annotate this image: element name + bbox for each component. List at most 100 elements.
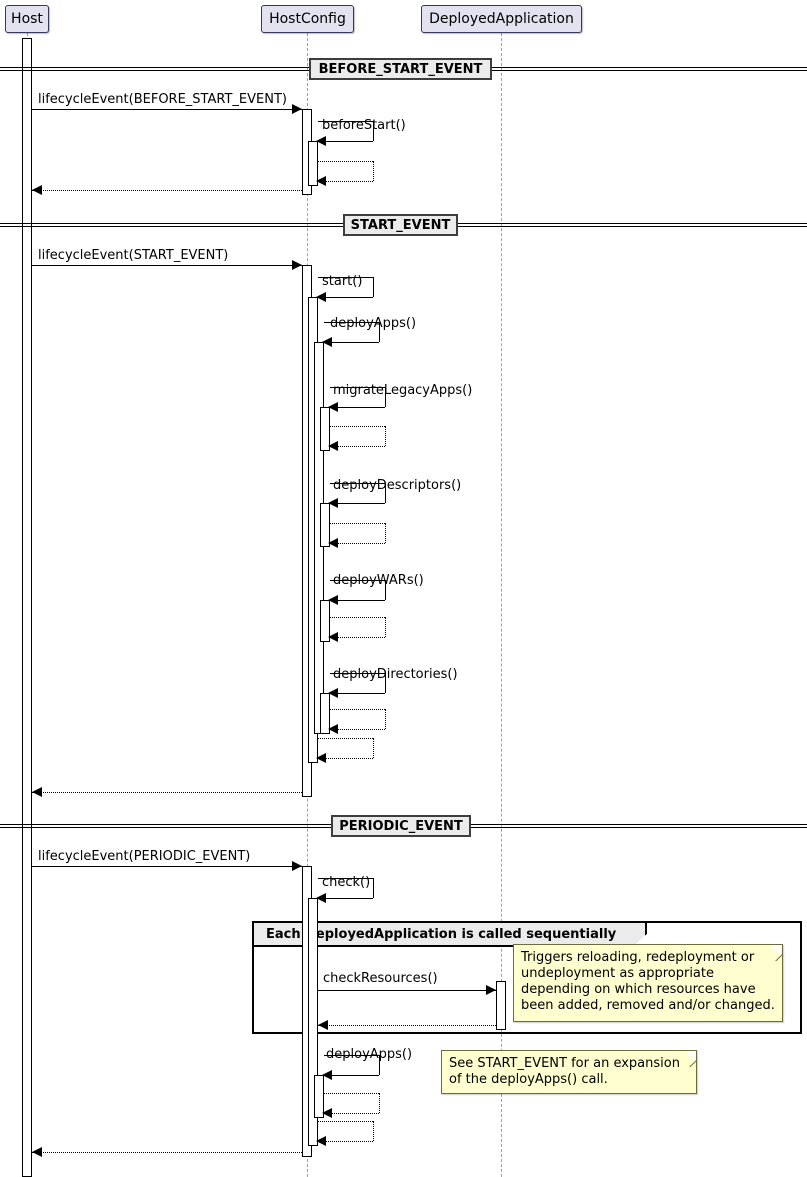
act-hostconfig-wars	[320, 600, 330, 642]
msg-m23-top	[324, 1093, 379, 1094]
msg-m12-bottom	[336, 600, 385, 601]
note-fold-line	[766, 945, 782, 961]
msg-m6-top	[318, 277, 373, 278]
msg-m13-arrowhead	[328, 632, 338, 642]
msg-m19-arrowhead	[316, 893, 326, 903]
msg-m14-side	[385, 673, 386, 693]
participant-host[interactable]: Host	[5, 5, 49, 33]
msg-m15-side	[385, 709, 386, 729]
msg-m12-side	[385, 580, 386, 600]
msg-m15-top	[330, 709, 385, 710]
msg-m22-arrowhead	[322, 1070, 332, 1080]
msg-m11-bottom	[336, 543, 385, 544]
msg-m16-arrowhead	[316, 753, 326, 763]
msg-m15-bottom	[336, 729, 385, 730]
msg-m8-top	[330, 387, 385, 388]
msg-m19-bottom	[324, 898, 373, 899]
msg-m10-top	[330, 483, 385, 484]
msg-m12-arrowhead	[328, 595, 338, 605]
msg-m13-bottom	[336, 637, 385, 638]
msg-m12-top	[330, 580, 385, 581]
msg-label-m8: migrateLegacyApps()	[333, 383, 473, 398]
msg-m11-top	[330, 523, 385, 524]
group-frame-each-deployed-application	[252, 921, 802, 1034]
msg-m20-arrowhead	[486, 985, 496, 995]
msg-m2-arrowhead	[316, 136, 326, 146]
msg-label-m10: deployDescriptors()	[333, 478, 462, 493]
note-text-note-deploy-apps: See START_EVENT for an expansion of the …	[449, 1056, 680, 1087]
msg-m4-line	[32, 190, 302, 191]
msg-m20-line	[318, 990, 496, 991]
msg-m9-bottom	[336, 446, 385, 447]
msg-m5-line	[32, 265, 302, 266]
msg-label-m6: start()	[322, 274, 363, 289]
msg-m25-arrowhead	[32, 1147, 42, 1157]
msg-label-m5: lifecycleEvent(START_EVENT)	[38, 248, 229, 263]
msg-m22-bottom	[330, 1075, 379, 1076]
msg-m7-top	[324, 322, 379, 323]
participant-hostconfig[interactable]: HostConfig	[261, 5, 354, 33]
msg-m22-side	[379, 1055, 380, 1075]
note-note-check-resources: Triggers reloading, redeployment or unde…	[513, 944, 783, 1022]
msg-m6-arrowhead	[316, 292, 326, 302]
msg-label-m1: lifecycleEvent(BEFORE_START_EVENT)	[38, 92, 287, 107]
msg-m24-bottom	[324, 1141, 373, 1142]
msg-m21-line	[318, 1025, 496, 1026]
msg-m1-line	[32, 109, 302, 110]
msg-m10-bottom	[336, 503, 385, 504]
divider-label-before-start: BEFORE_START_EVENT	[309, 58, 492, 80]
msg-m24-arrowhead	[316, 1136, 326, 1146]
msg-m8-bottom	[336, 407, 385, 408]
msg-label-m18: lifecycleEvent(PERIODIC_EVENT)	[38, 849, 251, 864]
msg-m1-arrowhead	[292, 104, 302, 114]
msg-m25-line	[32, 1152, 302, 1153]
msg-m17-line	[32, 792, 302, 793]
msg-m23-side	[379, 1093, 380, 1113]
act-hostconfig-periodic-deployapps	[314, 1075, 324, 1118]
msg-m14-bottom	[336, 693, 385, 694]
msg-m14-arrowhead	[328, 688, 338, 698]
msg-m11-arrowhead	[328, 538, 338, 548]
msg-m9-top	[330, 426, 385, 427]
msg-m24-top	[318, 1121, 373, 1122]
msg-m2-bottom	[324, 141, 373, 142]
msg-m2-top	[318, 121, 373, 122]
msg-m10-arrowhead	[328, 498, 338, 508]
msg-m18-arrowhead	[292, 861, 302, 871]
participant-deployedapplication[interactable]: DeployedApplication	[421, 5, 582, 33]
msg-m16-bottom	[324, 758, 373, 759]
msg-m23-arrowhead	[322, 1108, 332, 1118]
act-hostconfig-directories	[320, 693, 330, 734]
msg-m16-side	[373, 738, 374, 758]
msg-m9-side	[385, 426, 386, 446]
msg-m6-side	[373, 277, 374, 297]
msg-m17-arrowhead	[32, 787, 42, 797]
msg-m18-line	[32, 866, 302, 867]
msg-m14-top	[330, 673, 385, 674]
msg-m7-arrowhead	[322, 337, 332, 347]
divider-label-periodic: PERIODIC_EVENT	[331, 815, 471, 837]
msg-m3-arrowhead	[316, 176, 326, 186]
act-deployedapp-check	[496, 981, 506, 1030]
msg-m13-top	[330, 617, 385, 618]
act-host-1	[22, 38, 32, 1177]
msg-m13-side	[385, 617, 386, 637]
msg-m23-bottom	[330, 1113, 379, 1114]
note-text-note-check-resources: Triggers reloading, redeployment or unde…	[521, 950, 775, 1013]
msg-m9-arrowhead	[328, 441, 338, 451]
group-label-each-deployed-application: Each DeployedApplication is called seque…	[254, 923, 647, 947]
msg-label-m2: beforeStart()	[322, 118, 406, 133]
msg-m11-side	[385, 523, 386, 543]
msg-m21-arrowhead	[318, 1020, 328, 1030]
msg-m16-top	[318, 738, 373, 739]
msg-m19-top	[318, 878, 373, 879]
act-hostconfig-periodic-self	[308, 898, 318, 1146]
msg-m7-side	[379, 322, 380, 342]
msg-m8-arrowhead	[328, 402, 338, 412]
msg-m19-side	[373, 878, 374, 898]
msg-m3-bottom	[324, 181, 373, 182]
act-hostconfig-migrate	[320, 407, 330, 451]
note-note-deploy-apps: See START_EVENT for an expansion of the …	[441, 1050, 697, 1094]
msg-m5-arrowhead	[292, 260, 302, 270]
